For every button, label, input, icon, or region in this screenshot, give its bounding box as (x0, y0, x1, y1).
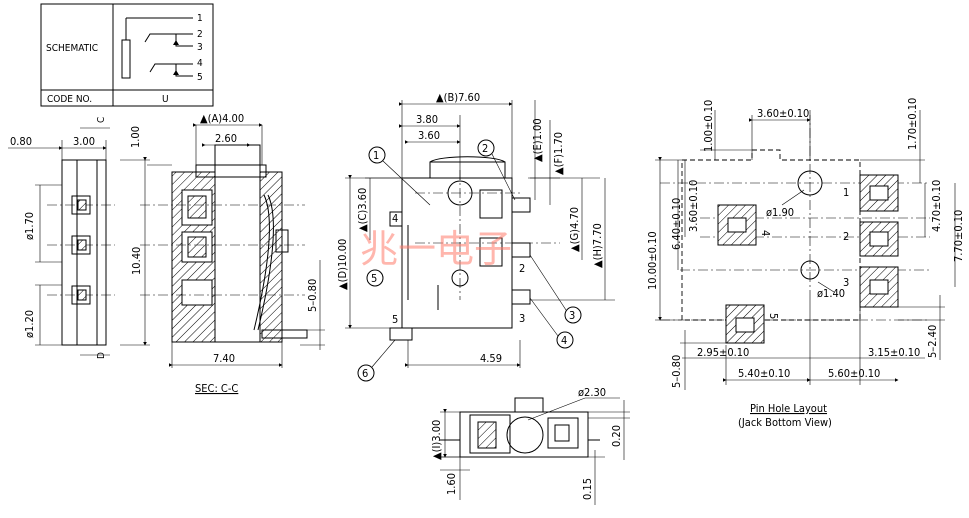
phl-pin-2: 2 (843, 230, 849, 243)
section-dim-a-4-00: ▲(A)4.00 (200, 112, 244, 125)
schematic-pin-3: 3 (197, 42, 203, 53)
section-dim-5-0-80: 5–0.80 (306, 279, 319, 312)
svg-text:1: 1 (373, 149, 379, 162)
section-dim-2-60: 2.60 (215, 132, 237, 145)
phl-dim-3-60-top: 3.60±0.10 (757, 107, 809, 120)
phl-dim-3-15: 3.15±0.10 (868, 346, 920, 359)
svg-text:5: 5 (371, 272, 377, 285)
side-dim-1-20: ø1.20 (23, 310, 36, 338)
balloon-6: 6 (357, 339, 396, 382)
section-dim-7-40: 7.40 (213, 352, 235, 365)
bottom-dim-0-15: 0.15 (581, 478, 594, 500)
top-dim-b-7-60: ▲(B)7.60 (436, 91, 480, 104)
svg-text:2: 2 (482, 142, 488, 155)
side-dim-1-70: ø1.70 (23, 212, 36, 240)
side-corner-mark-c: C (96, 117, 107, 123)
top-dim-4-59: 4.59 (480, 352, 502, 365)
phl-pin-5: 5 (767, 313, 780, 319)
phl-subtitle: (Jack Bottom View) (738, 416, 832, 429)
balloon-1: 1 (368, 146, 431, 206)
phl-pin-1: 1 (843, 186, 849, 199)
top-dim-3-60: 3.60 (418, 129, 440, 142)
schematic-pin-5: 5 (197, 72, 203, 83)
balloon-4: 4 (529, 297, 574, 349)
pin-hole-layout: 1 2 3 4 5 3.60±0.10 1.00±0.10 1.70±0.10 … (646, 98, 965, 429)
side-dim-0-80: 0.80 (10, 135, 32, 148)
phl-pin-3: 3 (843, 276, 849, 289)
balloon-3: 3 (529, 254, 582, 324)
phl-dim-1-70: 1.70±0.10 (906, 98, 919, 150)
side-corner-mark-d: D (96, 352, 107, 359)
watermark-text: 兆一电子 (360, 227, 512, 271)
balloon-5: 5 (366, 269, 384, 287)
svg-text:4: 4 (561, 334, 567, 347)
svg-text:6: 6 (362, 367, 368, 380)
bottom-dim-2-30: ø2.30 (578, 386, 606, 399)
bottom-dim-1-60: 1.60 (445, 473, 458, 495)
schematic-table: SCHEMATIC CODE NO. U 1 2 3 4 5 (40, 3, 214, 107)
schematic-label: SCHEMATIC (46, 43, 98, 54)
schematic-pin-1: 1 (197, 13, 203, 24)
section-view: ▲(A)4.00 2.60 1.00 5–0.80 7.40 SEC: C-C (129, 112, 325, 395)
phl-dim-dia-1-90: ø1.90 (766, 206, 794, 219)
phl-dim-5-2-40: 5–2.40 (926, 325, 939, 358)
phl-dim-1-00: 1.00±0.10 (702, 100, 715, 152)
svg-text:3: 3 (569, 309, 575, 322)
bottom-dim-0-20: 0.20 (610, 425, 623, 447)
schematic-pin-4: 4 (197, 58, 203, 69)
top-dim-c-3-60: ▲(C)3.60 (356, 188, 369, 232)
top-dim-f-1-70: ▲(F)1.70 (552, 132, 565, 175)
code-no-label: CODE NO. (47, 94, 92, 105)
phl-dim-5-0-80: 5–0.80 (670, 355, 683, 388)
jack-sleeve-symbol (121, 39, 131, 79)
section-dim-1-00: 1.00 (129, 126, 142, 148)
section-caption: SEC: C-C (195, 382, 238, 395)
side-dim-10-40: 10.40 (130, 247, 143, 275)
schematic-pin-2: 2 (197, 29, 203, 40)
top-dim-g-4-70: ▲(G)4.70 (568, 207, 581, 252)
top-pin-label-5: 5 (392, 313, 398, 326)
phl-dim-10-00: 10.00±0.10 (646, 231, 659, 290)
phl-pin-4: 4 (759, 230, 772, 236)
code-value: U (162, 94, 169, 105)
top-dim-3-80: 3.80 (416, 113, 438, 126)
bottom-view: ø2.30 ▲(I)3.00 0.20 1.60 0.15 (430, 386, 630, 505)
top-view: 兆一电子 4 2 3 5 1 2 5 3 4 6 ▲(B)7.60 3.80 3… (336, 91, 615, 382)
side-dim-3-00: 3.00 (73, 135, 95, 148)
phl-dim-dia-1-40: ø1.40 (817, 287, 845, 300)
top-pin-label-4: 4 (392, 212, 398, 225)
phl-dim-4-70: 4.70±0.10 (930, 180, 943, 232)
top-pin-label-2: 2 (519, 262, 525, 275)
phl-dim-5-40: 5.40±0.10 (738, 367, 790, 380)
top-pin-label-3: 3 (519, 312, 525, 325)
phl-dim-3-60-left: 3.60±0.10 (687, 180, 700, 232)
bottom-dim-i-3-00: ▲(I)3.00 (430, 420, 443, 460)
top-dim-h-7-70: ▲(H)7.70 (591, 223, 604, 268)
side-view: 0.80 3.00 ø1.70 10.40 ø1.20 C D (8, 117, 150, 359)
phl-dim-7-70: 7.70±0.10 (952, 210, 965, 262)
top-dim-d-10-00: ▲(D)10.00 (336, 239, 349, 290)
phl-dim-2-95: 2.95±0.10 (697, 346, 749, 359)
phl-dim-6-40: 6.40±0.10 (670, 198, 683, 250)
balloon-2: 2 (477, 139, 516, 201)
phl-dim-5-60: 5.60±0.10 (828, 367, 880, 380)
top-dim-e-1-00: ▲(E)1.00 (531, 118, 544, 162)
phl-title: Pin Hole Layout (750, 402, 827, 415)
